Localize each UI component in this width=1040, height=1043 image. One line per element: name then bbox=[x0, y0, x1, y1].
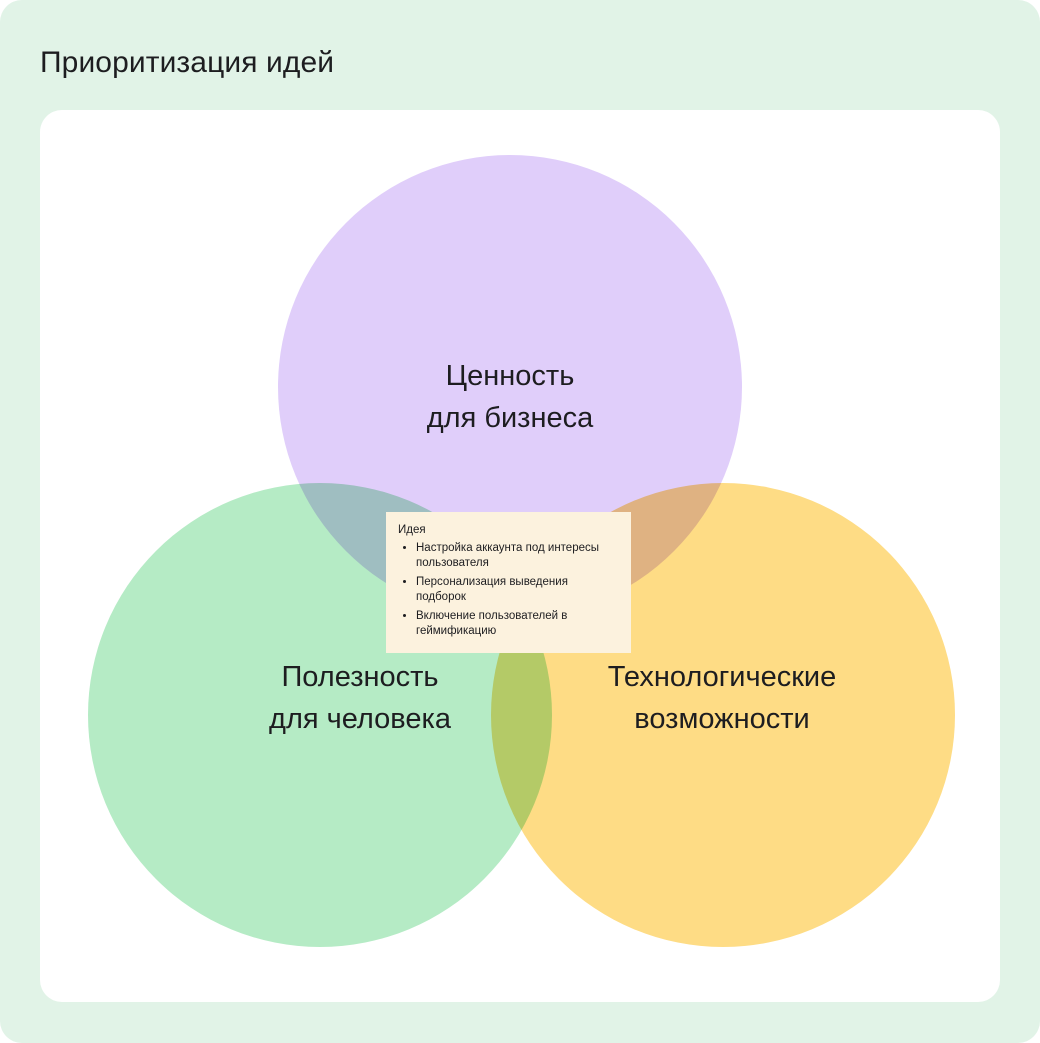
diagram-board: Ценность для бизнеса Полезность для чело… bbox=[40, 110, 1000, 1002]
list-item: Включение пользователей в геймификацию bbox=[416, 609, 619, 639]
page-title: Приоритизация идей bbox=[40, 46, 335, 79]
idea-note-card[interactable]: Идея Настройка аккаунта под интересы пол… bbox=[386, 512, 631, 653]
idea-card-title: Идея bbox=[398, 524, 426, 536]
list-item: Персонализация выведения подборок bbox=[416, 575, 619, 605]
idea-list: Настройка аккаунта под интересы пользова… bbox=[398, 541, 619, 639]
list-item: Настройка аккаунта под интересы пользова… bbox=[416, 541, 619, 571]
